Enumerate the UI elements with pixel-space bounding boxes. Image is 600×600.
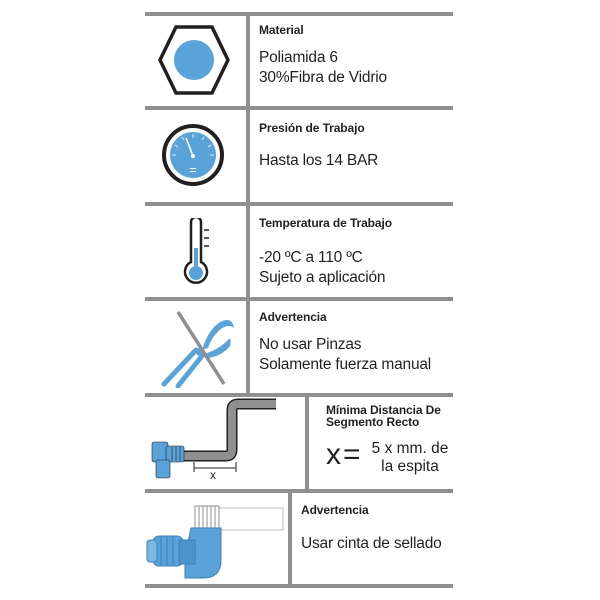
formula-equals: = (343, 438, 361, 471)
bent-pipe-fitting-icon (151, 398, 276, 479)
divider-5 (145, 489, 453, 493)
formula-symbol: x (326, 438, 341, 471)
pressure-line-1: Hasta los 14 BAR (259, 152, 379, 169)
divider-top (145, 12, 453, 16)
material-title: Material (259, 23, 304, 37)
material-line-2: 30%Fibra de Vidrio (259, 69, 387, 86)
pressure-title: Presión de Trabajo (259, 121, 365, 135)
divider-2 (145, 202, 453, 206)
divider-4 (145, 393, 453, 397)
pliers-warning-line-1: No usar Pinzas (259, 336, 362, 353)
sealing-tape-fitting-icon (146, 505, 284, 579)
formula-value-line-1: 5 x mm. de (371, 440, 449, 457)
hexagon-nut-icon (158, 25, 230, 95)
pliers-warning-title: Advertencia (259, 310, 327, 324)
divider-3 (145, 297, 453, 301)
pressure-gauge-icon (162, 124, 224, 186)
no-pliers-icon (161, 311, 234, 388)
temperature-line-1: -20 ºC a 110 ºC (259, 249, 363, 266)
temperature-title: Temperatura de Trabajo (259, 216, 392, 230)
divider-bottom (145, 584, 453, 588)
column-divider-3 (288, 489, 292, 588)
column-divider-1 (246, 12, 250, 393)
material-line-1: Poliamida 6 (259, 49, 338, 66)
sealing-tape-line-1: Usar cinta de sellado (301, 535, 442, 552)
minimum-distance-title-line-1: Mínima Distancia De (326, 403, 441, 417)
sealing-tape-title: Advertencia (301, 503, 369, 517)
column-divider-2 (305, 393, 309, 489)
divider-1 (145, 106, 453, 110)
pliers-warning-line-2: Solamente fuerza manual (259, 356, 432, 373)
dimension-label: x (210, 468, 216, 482)
formula-value-line-2: la espita (381, 458, 439, 475)
thermometer-icon (183, 218, 209, 285)
temperature-line-2: Sujeto a aplicación (259, 269, 386, 286)
minimum-distance-title-line-2: Segmento Recto (326, 415, 420, 429)
